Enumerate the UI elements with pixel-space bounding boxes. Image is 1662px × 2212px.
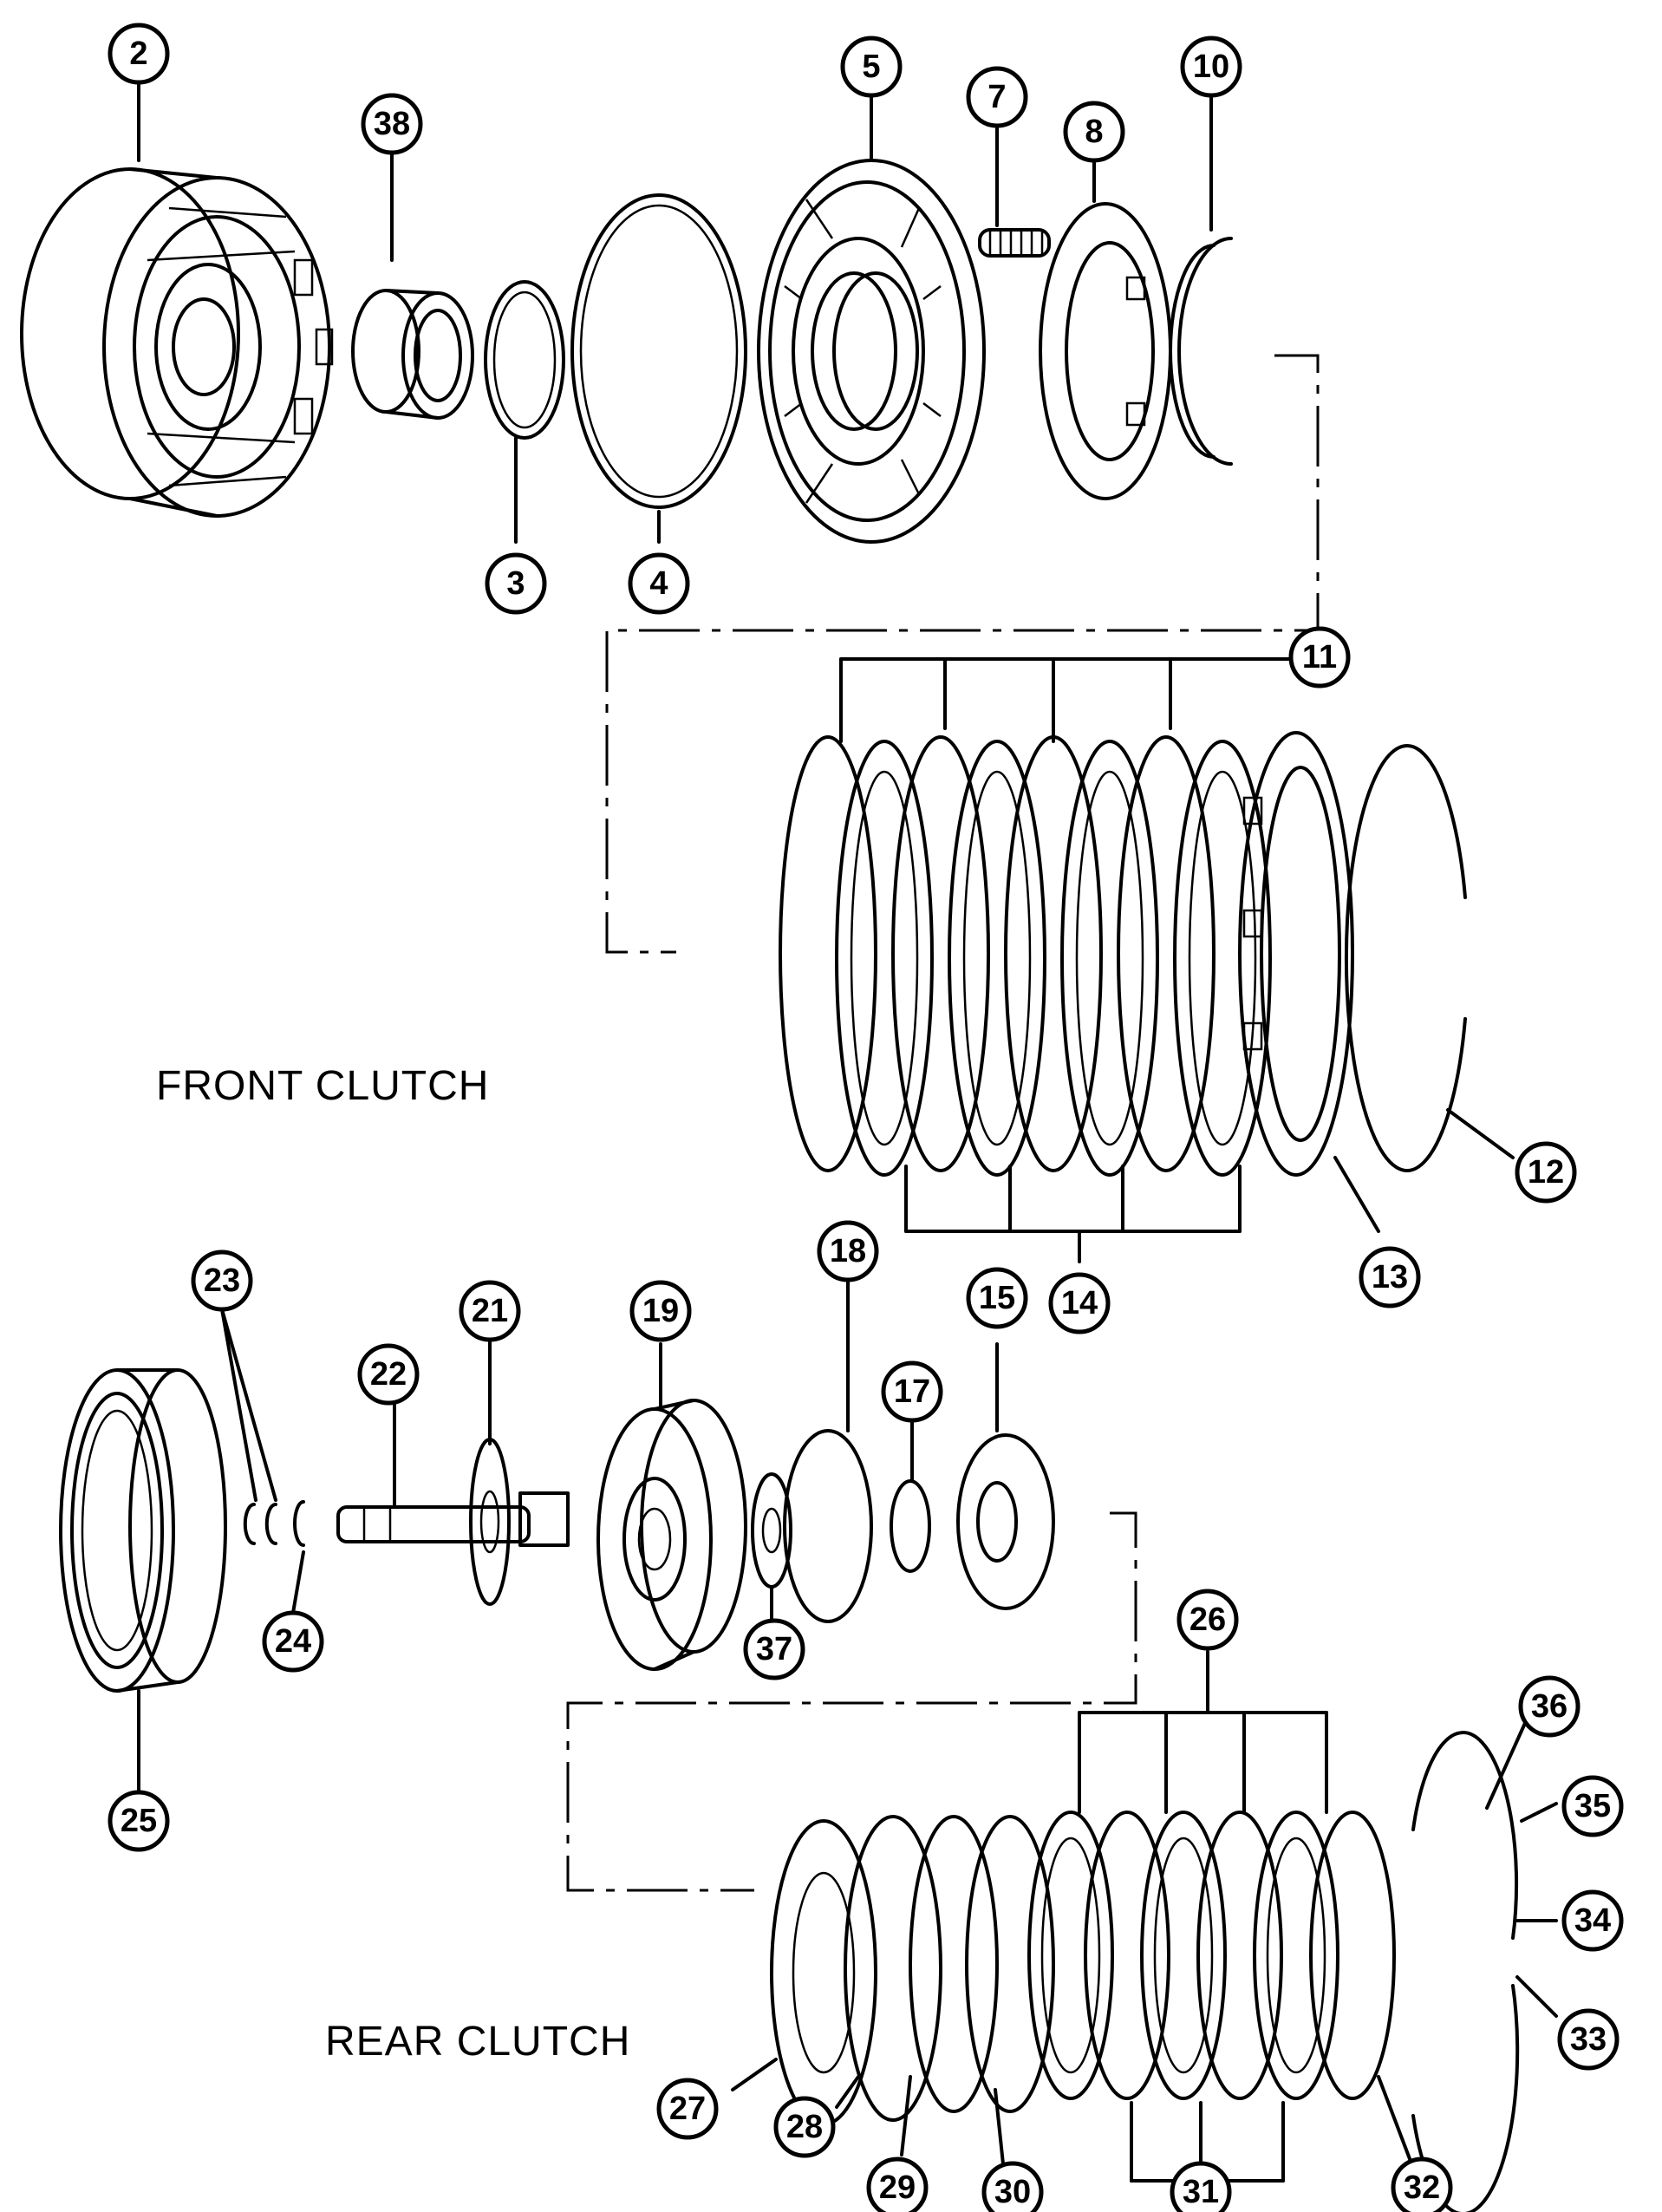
svg-text:21: 21 bbox=[472, 1293, 508, 1329]
callout-28: 28 bbox=[773, 2096, 836, 2158]
seal-ring-large bbox=[570, 193, 747, 509]
svg-text:26: 26 bbox=[1189, 1602, 1226, 1638]
svg-text:18: 18 bbox=[830, 1233, 866, 1269]
svg-text:12: 12 bbox=[1528, 1154, 1564, 1191]
callout-7: 7 bbox=[966, 66, 1028, 128]
callout-5: 5 bbox=[840, 36, 903, 98]
snap-ring bbox=[1169, 237, 1233, 466]
thrust-washer bbox=[469, 1438, 511, 1606]
svg-text:29: 29 bbox=[879, 2170, 916, 2206]
spring-retainer bbox=[1039, 202, 1172, 500]
callout-15: 15 bbox=[966, 1267, 1028, 1329]
input-shaft bbox=[336, 1491, 570, 1547]
svg-text:32: 32 bbox=[1404, 2170, 1440, 2206]
snap-rings-small bbox=[243, 1500, 305, 1547]
callout-26: 26 bbox=[1176, 1589, 1239, 1651]
svg-text:30: 30 bbox=[994, 2174, 1031, 2210]
svg-text:11: 11 bbox=[1302, 639, 1337, 675]
callout-12: 12 bbox=[1515, 1141, 1577, 1204]
rear-clutch-retainer bbox=[59, 1368, 227, 1693]
callout-34: 34 bbox=[1561, 1889, 1624, 1952]
callout-25: 25 bbox=[108, 1790, 170, 1852]
svg-text:23: 23 bbox=[204, 1263, 240, 1299]
svg-text:4: 4 bbox=[649, 565, 668, 602]
seal-ring-rear bbox=[783, 1429, 873, 1623]
callout-10: 10 bbox=[1180, 36, 1242, 98]
callout-4: 4 bbox=[628, 552, 690, 615]
annulus-gear bbox=[596, 1399, 747, 1671]
svg-text:8: 8 bbox=[1085, 114, 1103, 150]
callout-8: 8 bbox=[1063, 101, 1125, 163]
front-clutch-pack bbox=[779, 731, 1467, 1177]
callout-33: 33 bbox=[1557, 2008, 1620, 2071]
callout-23: 23 bbox=[191, 1250, 253, 1312]
svg-text:37: 37 bbox=[756, 1631, 792, 1667]
svg-text:35: 35 bbox=[1574, 1788, 1611, 1824]
rear-leader-lines bbox=[137, 1277, 1558, 2183]
callout-35: 35 bbox=[1561, 1775, 1624, 1837]
svg-text:38: 38 bbox=[374, 106, 410, 142]
rear-clutch-label: REAR CLUTCH bbox=[325, 2019, 630, 2065]
svg-text:34: 34 bbox=[1574, 1902, 1611, 1939]
callout-13: 13 bbox=[1359, 1246, 1421, 1308]
callout-14: 14 bbox=[1048, 1272, 1111, 1334]
svg-text:24: 24 bbox=[275, 1623, 311, 1660]
svg-text:10: 10 bbox=[1193, 49, 1229, 85]
svg-text:15: 15 bbox=[979, 1280, 1015, 1316]
svg-text:28: 28 bbox=[786, 2109, 823, 2145]
callout-29: 29 bbox=[866, 2157, 929, 2212]
callout-31: 31 bbox=[1170, 2161, 1232, 2212]
svg-text:31: 31 bbox=[1183, 2174, 1219, 2210]
rear-alignment-line bbox=[566, 1511, 1137, 1892]
svg-text:33: 33 bbox=[1570, 2021, 1607, 2058]
callout-38: 38 bbox=[361, 93, 423, 155]
callout-32: 32 bbox=[1391, 2157, 1453, 2212]
rear-piston bbox=[956, 1433, 1055, 1610]
callout-21: 21 bbox=[459, 1280, 521, 1342]
svg-text:27: 27 bbox=[669, 2091, 706, 2127]
callout-11: 11 bbox=[1288, 626, 1351, 688]
callout-30: 30 bbox=[981, 2161, 1044, 2212]
callout-22: 22 bbox=[357, 1343, 420, 1406]
callout-37: 37 bbox=[743, 1618, 805, 1680]
callout-27: 27 bbox=[656, 2078, 719, 2140]
svg-text:22: 22 bbox=[370, 1356, 407, 1393]
callout-19: 19 bbox=[629, 1280, 692, 1342]
small-seal-ring bbox=[890, 1479, 931, 1573]
svg-text:7: 7 bbox=[987, 79, 1006, 115]
front-leader-lines bbox=[137, 81, 1515, 1263]
return-spring bbox=[978, 228, 1051, 258]
callout-2: 2 bbox=[108, 23, 170, 85]
svg-text:2: 2 bbox=[129, 36, 147, 72]
svg-text:3: 3 bbox=[506, 565, 525, 602]
callout-24: 24 bbox=[262, 1610, 324, 1673]
rear-clutch-pack bbox=[770, 1731, 1520, 2212]
svg-text:19: 19 bbox=[642, 1293, 679, 1329]
seal-ring-small bbox=[484, 280, 565, 440]
svg-text:17: 17 bbox=[894, 1374, 930, 1410]
callout-17: 17 bbox=[881, 1360, 943, 1423]
front-clutch-retainer bbox=[20, 167, 334, 518]
callout-18: 18 bbox=[817, 1220, 879, 1282]
callout-3: 3 bbox=[485, 552, 547, 615]
callout-36: 36 bbox=[1518, 1675, 1581, 1738]
clutch-piston bbox=[757, 159, 986, 544]
svg-text:13: 13 bbox=[1372, 1259, 1408, 1295]
front-clutch-label: FRONT CLUTCH bbox=[156, 1063, 489, 1109]
svg-text:5: 5 bbox=[862, 49, 880, 85]
bushing bbox=[351, 289, 474, 420]
svg-text:25: 25 bbox=[121, 1803, 157, 1839]
front-alignment-line bbox=[605, 354, 1320, 954]
svg-text:14: 14 bbox=[1061, 1285, 1098, 1321]
svg-text:36: 36 bbox=[1531, 1688, 1567, 1725]
